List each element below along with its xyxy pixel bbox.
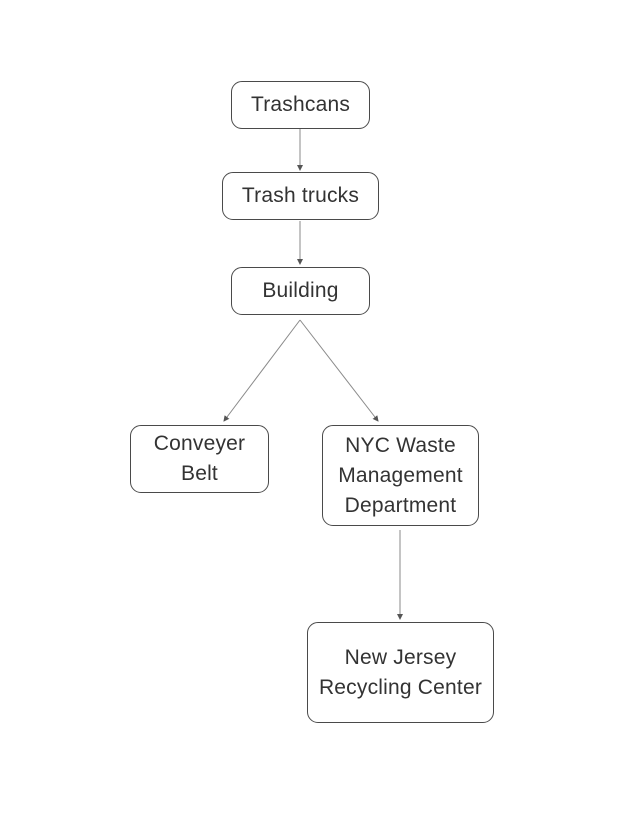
node-building: Building [231,267,370,315]
node-trashcans: Trashcans [231,81,370,129]
edge-building-to-nyc-waste [299,319,379,422]
edge-building-to-conveyer-belt [223,319,301,422]
node-conveyer-belt: Conveyer Belt [130,425,269,493]
node-nyc-waste-management: NYC Waste Management Department [322,425,479,526]
node-trash-trucks: Trash trucks [222,172,379,220]
node-nj-recycling-center: New Jersey Recycling Center [307,622,494,723]
node-nj-recycling-center-label: New Jersey Recycling Center [318,645,483,699]
node-trash-trucks-label: Trash trucks [241,184,360,207]
node-conveyer-belt-label: Conveyer Belt [153,432,246,485]
node-nyc-waste-management-label: NYC Waste Management Department [338,433,463,517]
node-trashcans-label: Trashcans [250,93,351,116]
node-building-label: Building [262,279,339,302]
